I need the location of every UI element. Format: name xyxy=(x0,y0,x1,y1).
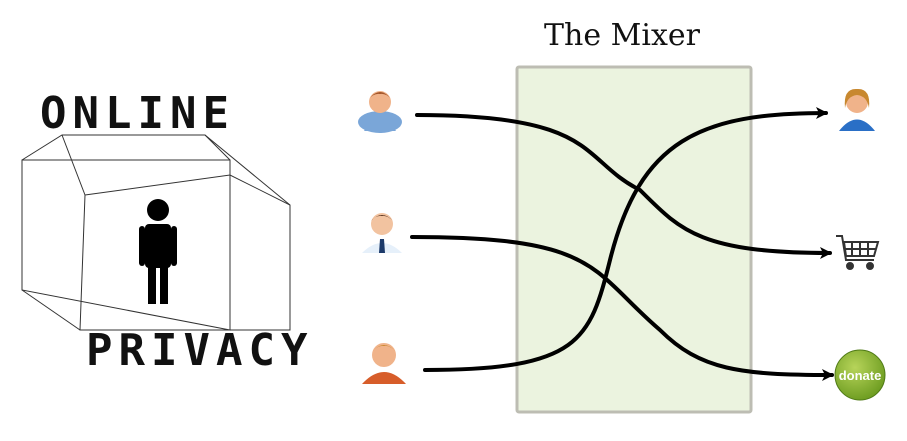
user-icon-3 xyxy=(362,343,406,384)
online-privacy-logo: ONLINE PRIVACY xyxy=(21,88,313,376)
connections xyxy=(410,107,834,381)
logo-line1: ONLINE xyxy=(40,88,235,139)
mixer-box xyxy=(515,65,753,414)
connection-user3-to-woman xyxy=(423,107,828,372)
user-icon-1 xyxy=(358,91,402,133)
connection-user2-to-donate xyxy=(410,235,834,381)
logo-line2: PRIVACY xyxy=(86,325,313,376)
donate-button-icon[interactable]: donate xyxy=(834,349,886,401)
person-silhouette-icon xyxy=(139,199,177,304)
user-icon-2 xyxy=(362,213,402,253)
mixer-title: The Mixer xyxy=(544,18,701,53)
user-icon-woman xyxy=(839,88,875,131)
mixer: The Mixer xyxy=(515,18,753,414)
donate-label: donate xyxy=(839,368,882,383)
wireframe-box-icon xyxy=(21,134,291,331)
connection-user1-to-cart xyxy=(415,113,832,259)
shopping-cart-icon xyxy=(836,235,880,270)
